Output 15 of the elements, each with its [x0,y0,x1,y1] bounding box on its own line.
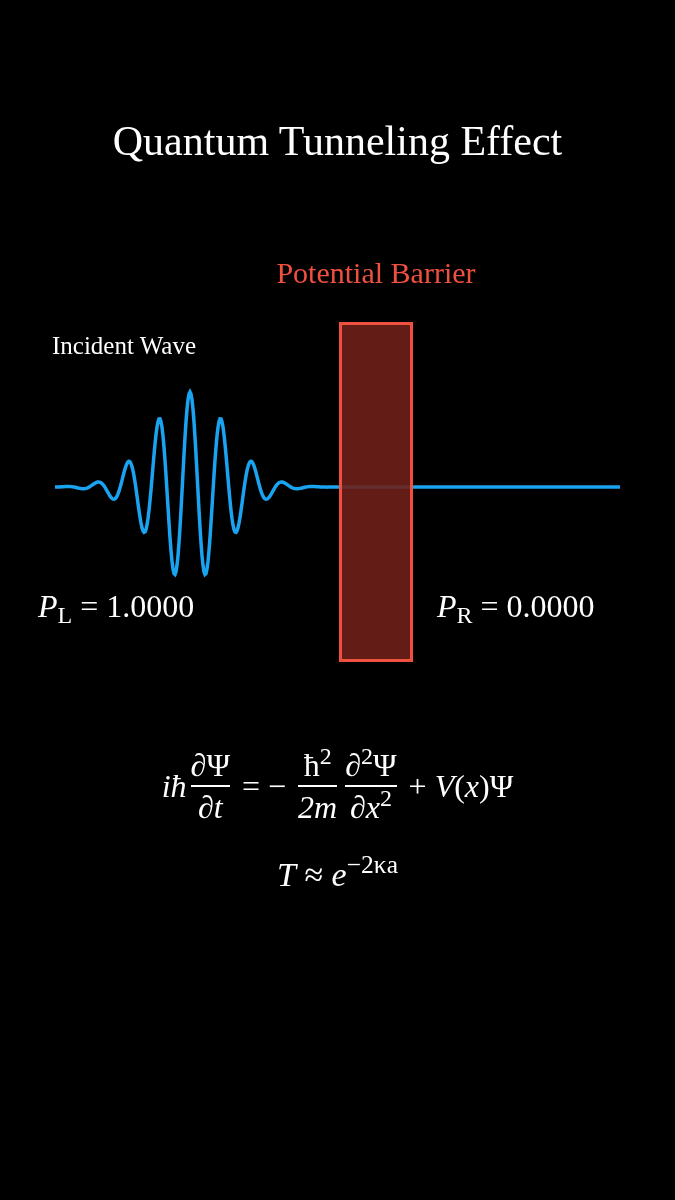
barrier-heading: Potential Barrier [276,258,476,288]
equation-term: = − [242,767,287,806]
denominator: 2m [298,788,338,827]
probability-right: P$_{R}$ = 0.0000 [437,590,595,622]
numerator: ħ$^{2}$ [303,745,332,785]
wave-label: Incident Wave [52,333,196,358]
probability-left: P$_{L}$ = 1.0000 [38,590,195,622]
denominator: ∂t [197,788,223,827]
equation-term: + V(x)Ψ [408,767,514,806]
title: Quantum Tunneling Effect [111,120,564,162]
transmission-formula: T ≈ e$^{−2κa}$ [276,858,399,892]
denominator: ∂x$^{2}$ [349,787,392,827]
numerator: ∂Ψ [190,746,230,785]
equation-term: iħ [161,767,187,806]
numerator: ∂$^{2}$Ψ [345,745,397,785]
